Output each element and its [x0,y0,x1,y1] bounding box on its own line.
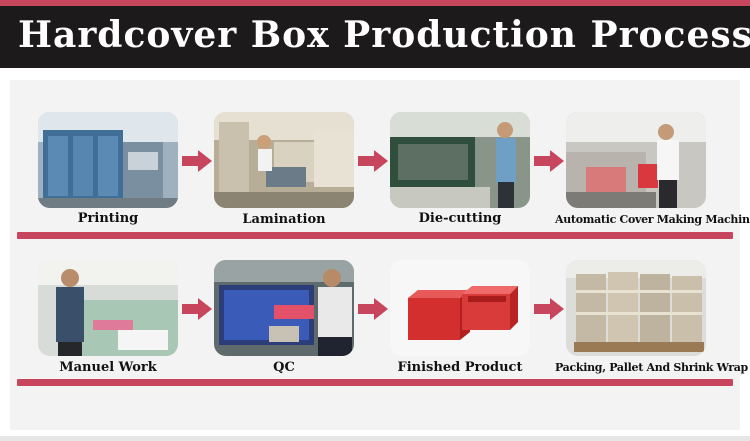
header-banner: Hardcover Box Production Process [0,6,750,68]
step-label-finished-product: Finished Product [397,360,523,375]
die-cutting-photo [390,112,530,208]
page-title: Hardcover Box Production Process [18,14,750,56]
step-label-cover-machine: Automatic Cover Making Machine [555,213,750,226]
qc-photo [214,260,354,356]
lamination-photo [214,112,354,208]
step-label-lamination: Lamination [242,212,326,227]
bottom-stripe [0,436,750,441]
arrow-right-icon [182,298,212,320]
arrow-right-icon [182,150,212,172]
arrow-right-icon [358,150,388,172]
arrow-right-icon [534,298,564,320]
cover-machine-photo [566,112,706,208]
step-label-packing: Packing, Pallet And Shrink Wrap [555,361,748,374]
packing-photo [566,260,706,356]
manual-work-photo [38,260,178,356]
finished-product-photo [390,260,530,356]
top-accent-stripe [0,0,750,6]
step-label-printing: Printing [77,211,139,226]
printing-photo [38,112,178,208]
step-label-qc: QC [273,360,295,375]
step-label-die-cutting: Die-cutting [418,211,502,226]
row-divider [17,232,733,239]
step-label-manual-work: Manuel Work [59,360,157,375]
arrow-right-icon [358,298,388,320]
arrow-right-icon [534,150,564,172]
row-divider [17,379,733,386]
